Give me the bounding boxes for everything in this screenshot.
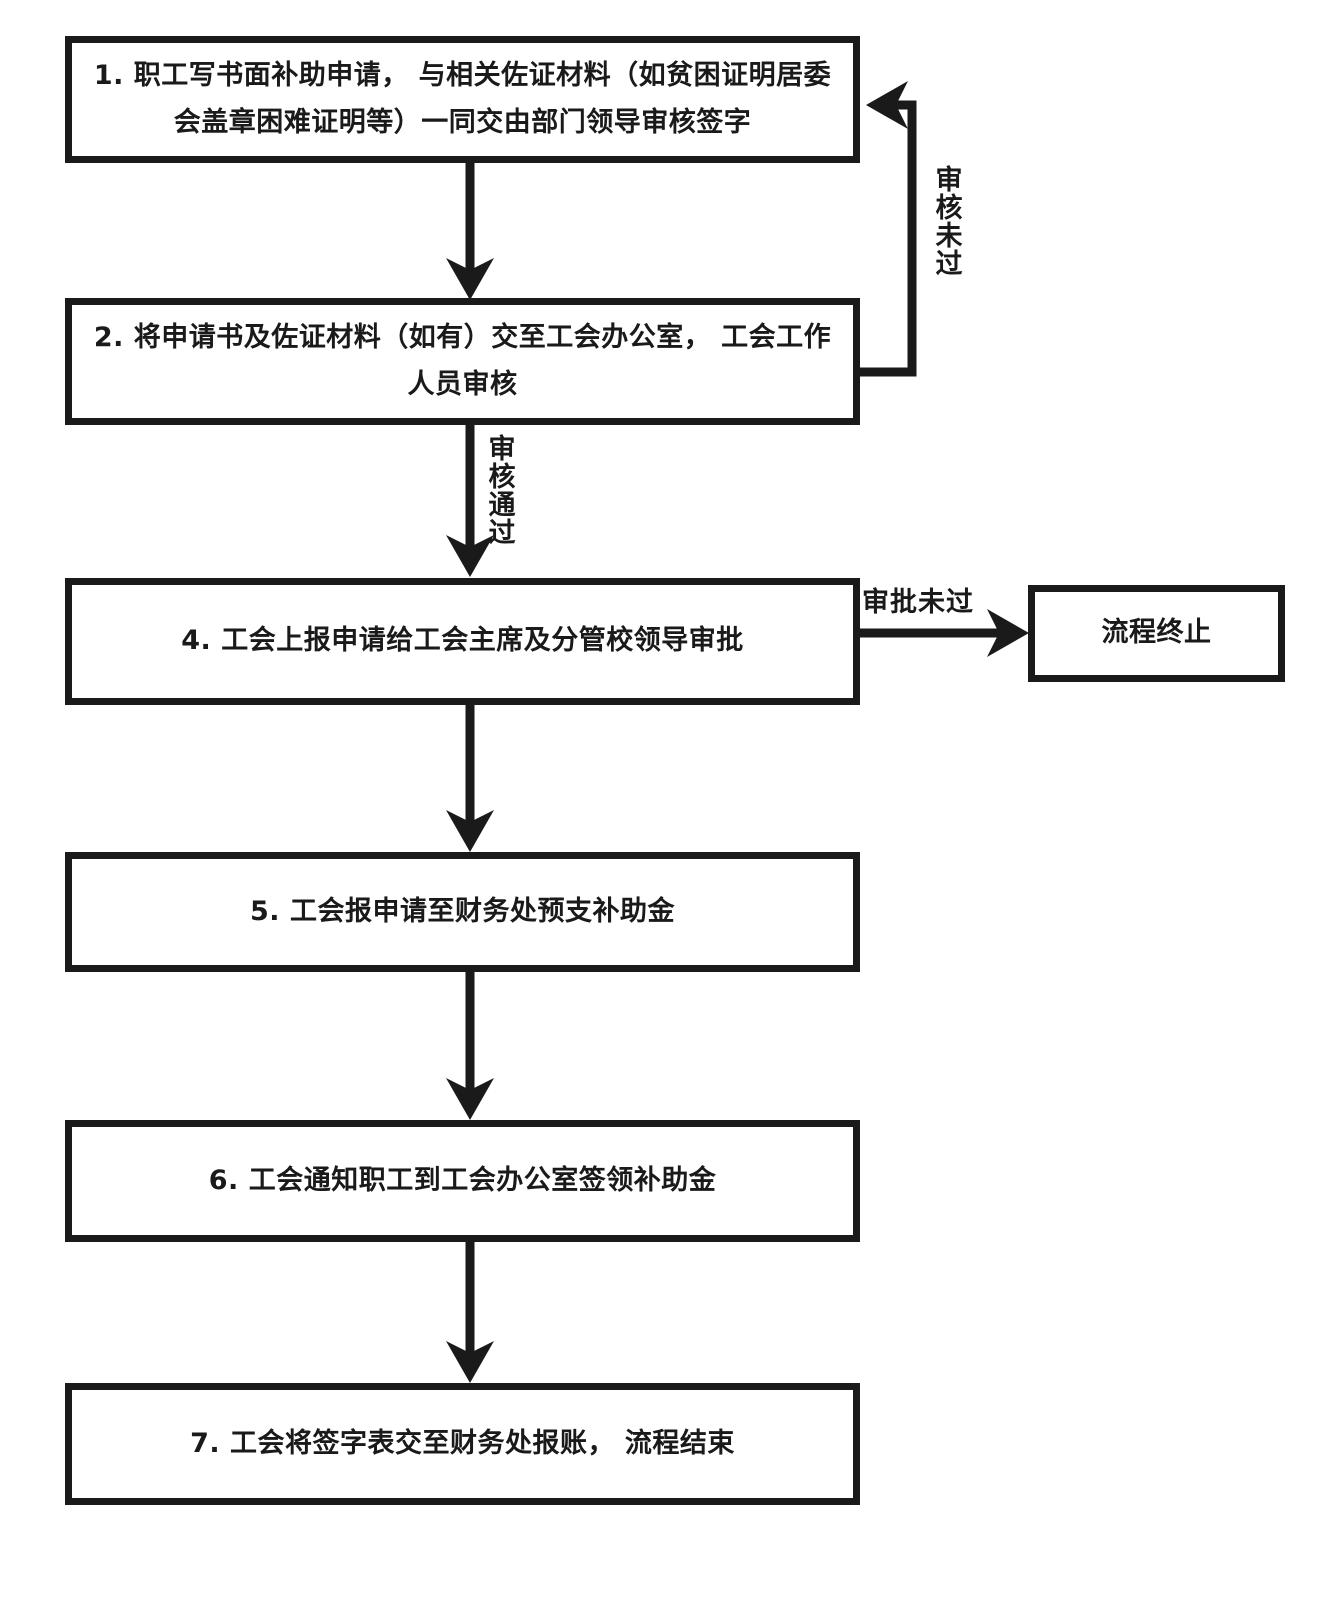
node-step4-label: 4. 工会上报申请给工会主席及分管校领导审批 [181, 625, 744, 657]
node-step7[interactable]: 7. 工会将签字表交至财务处报账， 流程结束 [65, 1383, 860, 1505]
node-step2-label: 2. 将申请书及佐证材料（如有）交至工会办公室， 工会工作 人员审核 [93, 322, 832, 400]
arrowhead-step5-step6 [446, 1078, 494, 1120]
node-step1-label: 1. 职工写书面补助申请， 与相关佐证材料（如贫困证明居委 会盖章困难证明等）一… [93, 60, 832, 138]
arrowhead-step4-terminate [987, 609, 1029, 657]
arrowhead-step2-step1-feedback [866, 81, 908, 129]
node-step6-label: 6. 工会通知职工到工会办公室签领补助金 [208, 1164, 717, 1196]
node-terminate-label: 流程终止 [1101, 617, 1212, 649]
edge-label-review-passed: 审核通过 [483, 434, 515, 546]
node-step1[interactable]: 1. 职工写书面补助申请， 与相关佐证材料（如贫困证明居委 会盖章困难证明等）一… [65, 36, 860, 163]
node-step5-label: 5. 工会报申请至财务处预支补助金 [250, 895, 675, 927]
arrowhead-step6-step7 [446, 1341, 494, 1383]
node-terminate[interactable]: 流程终止 [1028, 585, 1285, 682]
arrowhead-step1-step2 [446, 258, 494, 300]
edge-label-review-failed: 审核未过 [930, 165, 962, 277]
node-step6[interactable]: 6. 工会通知职工到工会办公室签领补助金 [65, 1120, 860, 1242]
arrowhead-step4-step5 [446, 810, 494, 852]
node-step5[interactable]: 5. 工会报申请至财务处预支补助金 [65, 852, 860, 972]
connector-step2-step1-feedback [860, 100, 917, 377]
node-step2[interactable]: 2. 将申请书及佐证材料（如有）交至工会办公室， 工会工作 人员审核 [65, 298, 860, 425]
node-step4[interactable]: 4. 工会上报申请给工会主席及分管校领导审批 [65, 578, 860, 705]
edge-label-approval-failed: 审批未过 [862, 587, 974, 618]
node-step7-label: 7. 工会将签字表交至财务处报账， 流程结束 [190, 1427, 735, 1459]
